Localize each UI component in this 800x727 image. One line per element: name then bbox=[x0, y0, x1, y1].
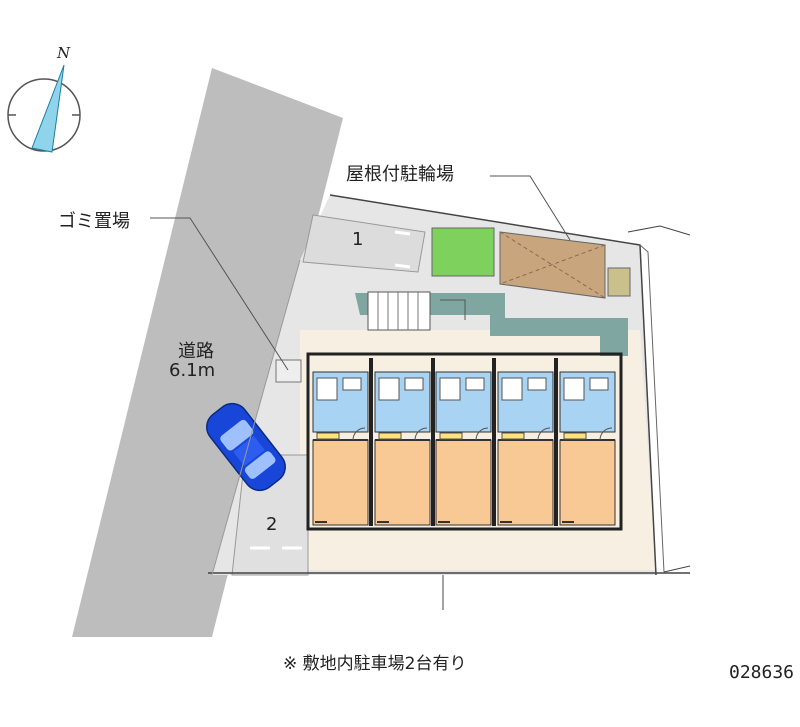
unit-4 bbox=[497, 358, 558, 526]
road-edge bbox=[211, 259, 301, 576]
road-label: 道路 bbox=[178, 341, 214, 362]
boundary-top-right bbox=[627, 225, 691, 236]
leader-bike-shed bbox=[490, 175, 571, 241]
property-code: 028636 bbox=[729, 662, 795, 683]
leader-garbage bbox=[150, 217, 289, 371]
building bbox=[306, 352, 623, 531]
unit-3 bbox=[435, 358, 496, 526]
unit-5 bbox=[559, 371, 616, 526]
parking-space-1 bbox=[302, 214, 426, 273]
garbage-label: ゴミ置場 bbox=[58, 211, 130, 232]
unit-2 bbox=[374, 358, 435, 526]
staircase bbox=[367, 291, 466, 331]
garbage-area bbox=[275, 359, 302, 383]
road bbox=[72, 68, 343, 637]
parking-2-number: 2 bbox=[266, 514, 278, 535]
compass-north-label: N bbox=[57, 44, 71, 62]
site-boundary-inner bbox=[639, 244, 665, 573]
parking-1-number: 1 bbox=[352, 229, 364, 250]
compass-needle bbox=[31, 64, 65, 153]
roofed-bike-shed bbox=[499, 231, 606, 299]
garden bbox=[431, 227, 495, 277]
road-width-label: 6.1m bbox=[169, 360, 216, 381]
parking-note: ※ 敷地内駐車場2台有り bbox=[283, 654, 467, 674]
car bbox=[206, 402, 286, 492]
boundary-right-tail bbox=[663, 565, 691, 573]
unit-1 bbox=[312, 358, 373, 526]
compass bbox=[7, 64, 81, 153]
planter bbox=[607, 267, 631, 297]
bike-parking-label: 屋根付駐輪場 bbox=[346, 164, 454, 185]
